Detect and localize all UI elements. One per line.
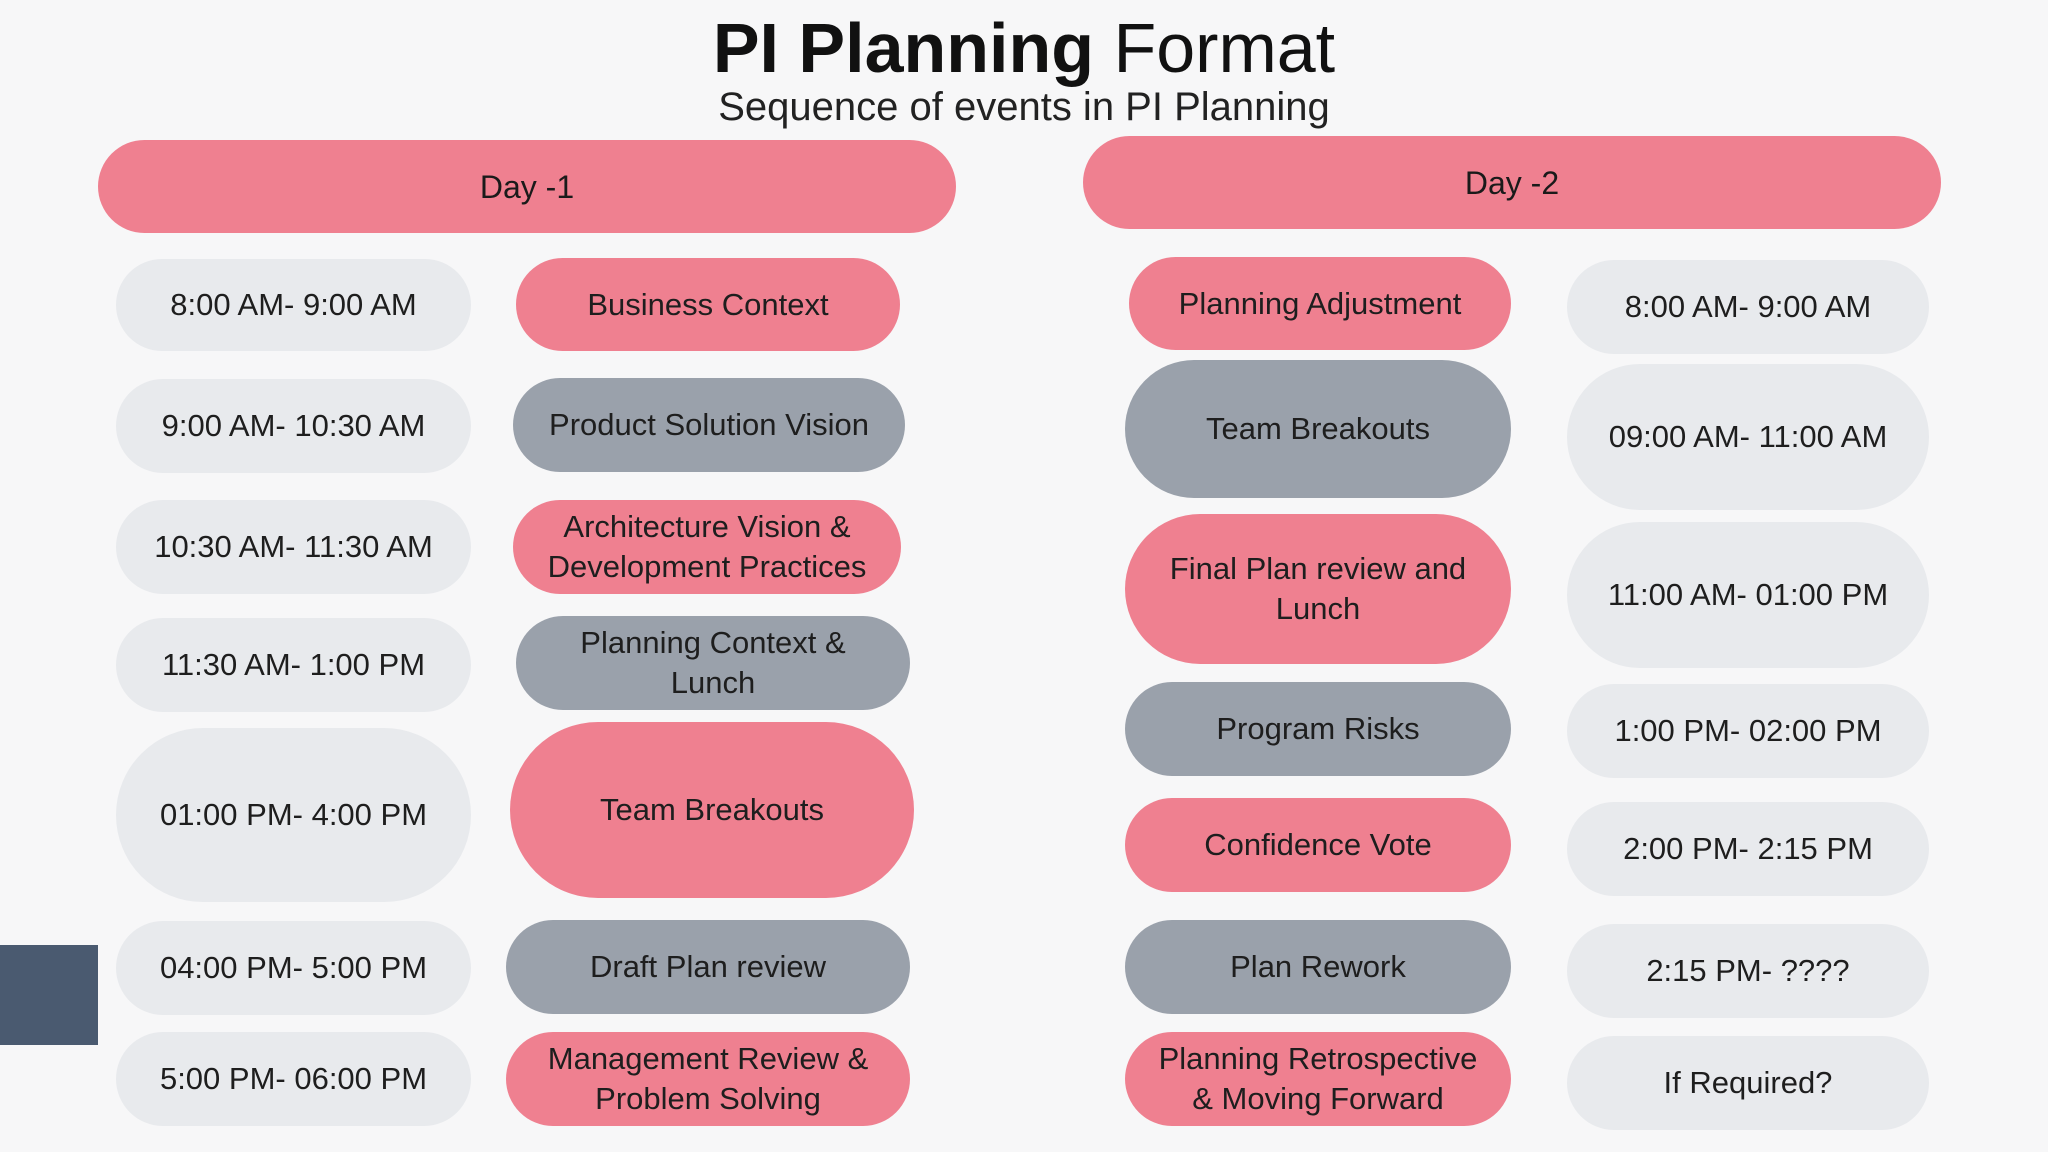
title-light: Format	[1113, 9, 1336, 87]
day2-event-1: Planning Adjustment	[1129, 257, 1511, 350]
page-subtitle: Sequence of events in PI Planning	[718, 85, 1330, 129]
day1-event-2: Product Solution Vision	[513, 378, 905, 472]
day1-time-3: 10:30 AM- 11:30 AM	[116, 500, 471, 594]
day1-time-6: 04:00 PM- 5:00 PM	[116, 921, 471, 1015]
day1-time-7: 5:00 PM- 06:00 PM	[116, 1032, 471, 1126]
day2-time-6: 2:15 PM- ????	[1567, 924, 1929, 1018]
page-title: PI Planning Format	[0, 6, 2048, 90]
day1-event-7: Management Review & Problem Solving	[506, 1032, 910, 1126]
day2-event-6: Plan Rework	[1125, 920, 1511, 1014]
day1-time-1: 8:00 AM- 9:00 AM	[116, 259, 471, 351]
day2-event-3: Final Plan review and Lunch	[1125, 514, 1511, 664]
day2-event-4: Program Risks	[1125, 682, 1511, 776]
day2-time-2: 09:00 AM- 11:00 AM	[1567, 364, 1929, 510]
day2-event-5: Confidence Vote	[1125, 798, 1511, 892]
day2-time-4: 1:00 PM- 02:00 PM	[1567, 684, 1929, 778]
day1-time-5: 01:00 PM- 4:00 PM	[116, 728, 471, 902]
day2-time-1: 8:00 AM- 9:00 AM	[1567, 260, 1929, 354]
title-bold: PI Planning	[712, 9, 1094, 87]
day2-header: Day -2	[1083, 136, 1941, 229]
day2-time-3: 11:00 AM- 01:00 PM	[1567, 522, 1929, 668]
day1-event-5: Team Breakouts	[510, 722, 914, 898]
day1-time-4: 11:30 AM- 1:00 PM	[116, 618, 471, 712]
day2-event-2: Team Breakouts	[1125, 360, 1511, 498]
day1-time-2: 9:00 AM- 10:30 AM	[116, 379, 471, 473]
day1-event-4: Planning Context & Lunch	[516, 616, 910, 710]
day2-time-5: 2:00 PM- 2:15 PM	[1567, 802, 1929, 896]
decorative-corner-block	[0, 945, 98, 1045]
day1-event-1: Business Context	[516, 258, 900, 351]
day1-event-6: Draft Plan review	[506, 920, 910, 1014]
day1-header: Day -1	[98, 140, 956, 233]
day2-event-7: Planning Retrospective & Moving Forward	[1125, 1032, 1511, 1126]
day2-time-7: If Required?	[1567, 1036, 1929, 1130]
day1-event-3: Architecture Vision & Development Practi…	[513, 500, 901, 594]
